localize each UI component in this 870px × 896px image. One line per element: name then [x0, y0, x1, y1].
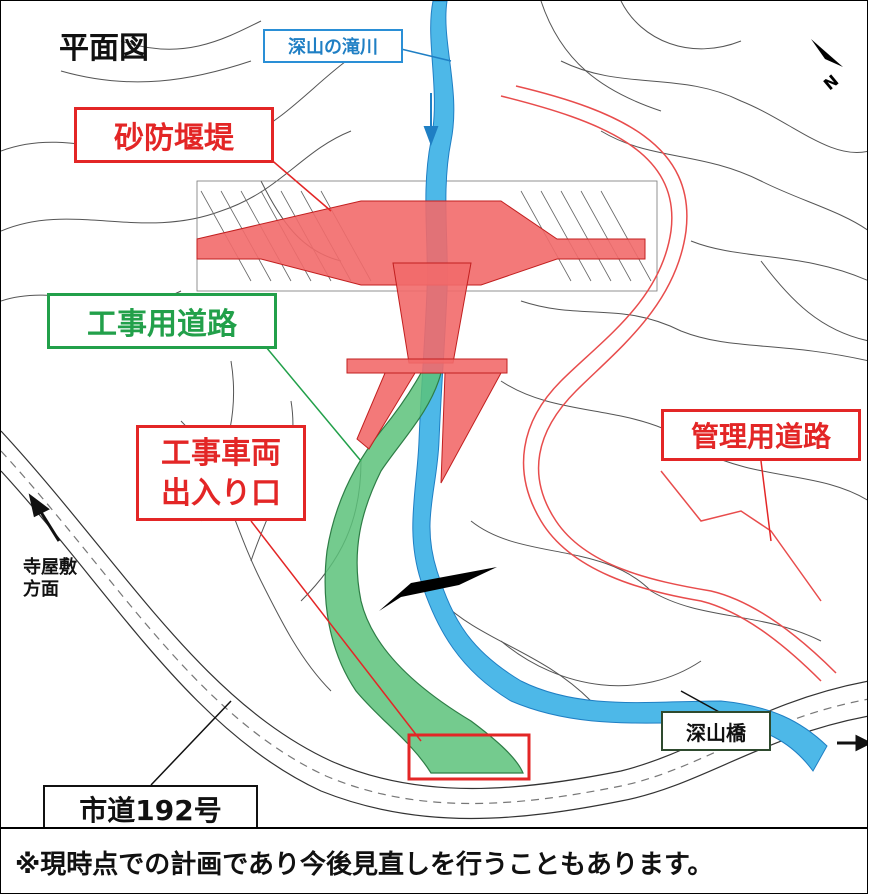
- vehicle-entrance-label-line2: 出入り口: [161, 476, 281, 511]
- direction-label-line2: 方面: [23, 579, 59, 600]
- flow-arrow-icon: [423, 93, 439, 146]
- construction-road-label: 工事用道路: [47, 293, 277, 349]
- sabo-dam: [196, 200, 646, 484]
- north-arrow-icon: N: [807, 33, 847, 97]
- direction-arrow-icon: [28, 493, 61, 542]
- vehicle-entrance-box: [407, 733, 531, 781]
- management-road: [500, 85, 837, 682]
- river-label: 深山の滝川: [263, 29, 403, 63]
- notice-text: ※現時点での計画であり今後見直しを行うこともあります。: [1, 827, 867, 893]
- city-road-label: 市道192号: [43, 785, 258, 833]
- north-letter: N: [820, 71, 842, 93]
- direction-label: 寺屋敷 方面: [23, 557, 77, 601]
- structure-mark: [379, 567, 497, 611]
- bridge-label: 深山橋: [661, 711, 771, 751]
- direction-label-line1: 寺屋敷: [23, 557, 77, 578]
- sabo-dam-label: 砂防堰堤: [74, 107, 274, 163]
- vehicle-entrance-label-line1: 工事車両: [161, 436, 281, 471]
- construction-road: [324, 372, 524, 774]
- map-title: 平面図: [59, 31, 149, 66]
- right-arrow-icon: [837, 734, 867, 752]
- vehicle-entrance-label: 工事車両 出入り口: [136, 425, 306, 521]
- management-road-label: 管理用道路: [661, 409, 861, 461]
